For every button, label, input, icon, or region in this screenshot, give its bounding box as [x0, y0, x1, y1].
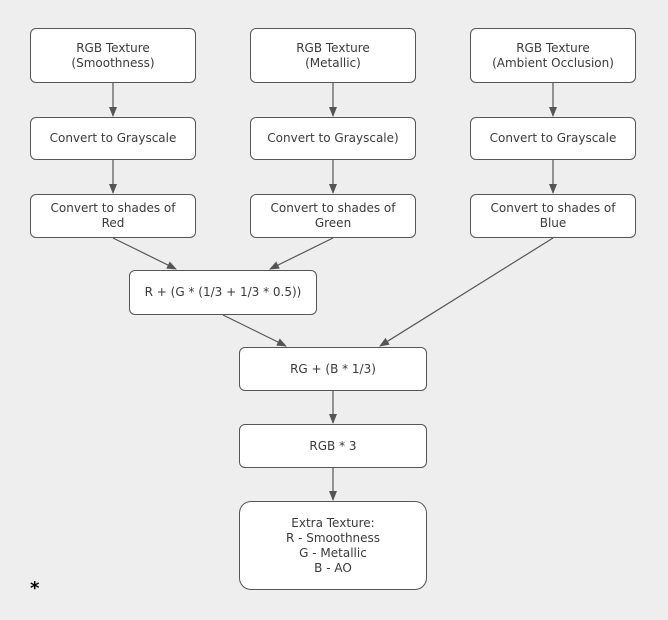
node-label: Convert to Grayscale — [489, 131, 617, 145]
shades-of-blue-node[interactable]: Convert to shades of Blue — [470, 194, 636, 238]
node-label: R - Smoothness — [285, 530, 381, 545]
node-label: (Ambient Occlusion) — [492, 55, 614, 70]
node-label: (Smoothness) — [71, 55, 155, 70]
node-label: R + (G * (1/3 + 1/3 * 0.5)) — [144, 285, 302, 299]
edge-rg-formula-to-rgb-formula — [222, 314, 287, 347]
grayscale-node-ao[interactable]: Convert to Grayscale — [470, 117, 636, 160]
node-label: Green — [314, 216, 352, 230]
node-label: G - Metallic — [299, 545, 367, 560]
shades-of-red-node[interactable]: Convert to shades of Red — [30, 194, 196, 238]
node-label: B - AO — [314, 560, 352, 575]
extra-texture-node[interactable]: Extra Texture: R - Smoothness G - Metall… — [239, 501, 427, 590]
node-label: Convert to shades of — [50, 201, 176, 215]
ambient-occlusion-texture-node[interactable]: RGB Texture (Ambient Occlusion) — [470, 28, 636, 83]
node-label: Convert to shades of — [490, 201, 616, 215]
rgb-formula-node[interactable]: RG + (B * 1/3) — [239, 347, 427, 391]
node-label: RGB Texture — [76, 40, 150, 55]
rg-formula-node[interactable]: R + (G * (1/3 + 1/3 * 0.5)) — [129, 270, 317, 315]
grayscale-node-metallic[interactable]: Convert to Grayscale) — [250, 117, 416, 160]
metallic-texture-node[interactable]: RGB Texture (Metallic) — [250, 28, 416, 83]
node-label: RGB Texture — [516, 40, 590, 55]
smoothness-texture-node[interactable]: RGB Texture (Smoothness) — [30, 28, 196, 83]
node-label: Convert to Grayscale — [49, 131, 177, 145]
node-label: Convert to Grayscale) — [267, 131, 399, 145]
node-label: RGB Texture — [296, 40, 370, 55]
node-label: RGB * 3 — [309, 438, 357, 453]
node-label: RG + (B * 1/3) — [290, 361, 376, 376]
node-label: Convert to shades of — [270, 201, 396, 215]
grayscale-node-smoothness[interactable]: Convert to Grayscale — [30, 117, 196, 160]
node-label: Red — [101, 216, 125, 230]
rgb-multiply-node[interactable]: RGB * 3 — [239, 424, 427, 468]
edge-red-to-rg-formula — [112, 237, 177, 270]
footnote-asterisk: * — [30, 578, 40, 599]
node-label: Extra Texture: — [291, 515, 375, 530]
shades-of-green-node[interactable]: Convert to shades of Green — [250, 194, 416, 238]
edge-blue-to-rgb-formula — [379, 237, 554, 347]
edge-green-to-rg-formula — [269, 237, 334, 270]
node-label: (Metallic) — [305, 55, 361, 70]
node-label: Blue — [539, 216, 567, 230]
